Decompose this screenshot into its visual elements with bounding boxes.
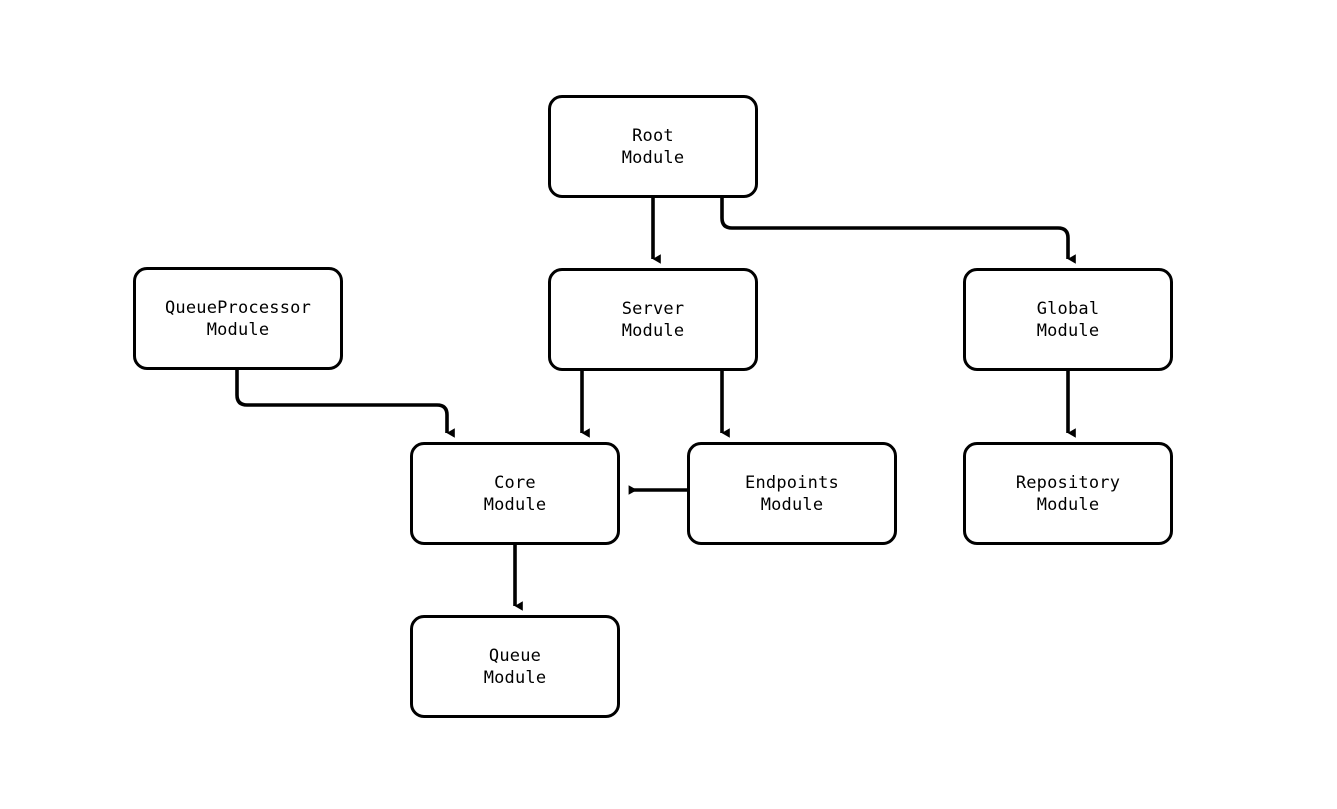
node-server-module-suffix: Module (621, 320, 685, 341)
node-repository-module-suffix: Module (1036, 494, 1100, 515)
node-root-module[interactable]: Root Module (548, 95, 758, 198)
node-global-module[interactable]: Global Module (963, 268, 1173, 371)
node-endpoints-module-suffix: Module (760, 494, 824, 515)
node-queue-module[interactable]: Queue Module (410, 615, 620, 718)
node-server-module[interactable]: Server Module (548, 268, 758, 371)
node-queue-module-name: Queue (488, 645, 542, 666)
node-root-module-suffix: Module (621, 147, 685, 168)
node-core-module[interactable]: Core Module (410, 442, 620, 545)
node-repository-module-name: Repository (1015, 472, 1121, 493)
node-queueprocessor-module-suffix: Module (206, 319, 270, 340)
node-global-module-name: Global (1036, 298, 1100, 319)
node-server-module-name: Server (621, 298, 685, 319)
node-global-module-suffix: Module (1036, 320, 1100, 341)
node-endpoints-module[interactable]: Endpoints Module (687, 442, 897, 545)
node-repository-module[interactable]: Repository Module (963, 442, 1173, 545)
node-endpoints-module-name: Endpoints (745, 472, 839, 493)
node-queueprocessor-module-name: QueueProcessor (164, 297, 312, 318)
node-root-module-name: Root (632, 125, 674, 146)
node-core-module-suffix: Module (483, 494, 547, 515)
edge-queueprocessor-to-core (235, 370, 455, 438)
edge-root-to-global (720, 198, 1076, 264)
node-core-module-name: Core (494, 472, 536, 493)
node-queue-module-suffix: Module (483, 667, 547, 688)
node-queueprocessor-module[interactable]: QueueProcessor Module (133, 267, 343, 370)
